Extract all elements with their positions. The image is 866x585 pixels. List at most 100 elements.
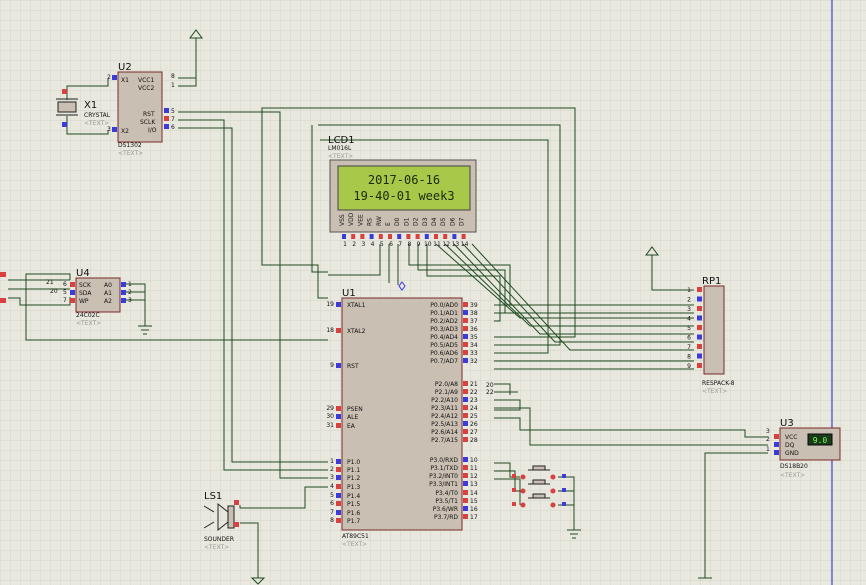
lcd-pin — [443, 234, 448, 239]
u2-ref: U2 — [118, 62, 132, 73]
u1-net-22: 22 — [486, 389, 494, 396]
lcd-pin — [424, 234, 429, 239]
lcd-pin-number: 8 — [407, 241, 411, 248]
u2-pinnum-8: 8 — [171, 73, 175, 80]
u1-pin-number: 23 — [470, 397, 478, 404]
lcd-pin-number: 4 — [371, 241, 375, 248]
u1-pin — [463, 465, 468, 470]
u1-pin-label: EA — [347, 423, 356, 430]
u1-pin — [463, 506, 468, 511]
lcd-pin-label: RS — [367, 218, 374, 226]
lcd-type: LM016L — [328, 145, 352, 152]
u4-pinnum-5: 5 — [63, 289, 67, 296]
u1-pin-label: P0.7/AD7 — [430, 358, 458, 365]
ls1-ref: LS1 — [204, 491, 222, 502]
u1-pin-label: P1.4 — [347, 493, 360, 500]
crystal-x1[interactable]: X1 CRYSTAL <TEXT> — [56, 89, 111, 127]
u1-pin — [463, 473, 468, 478]
u1-pin — [336, 423, 341, 428]
rp1-pin-number: 9 — [687, 363, 691, 370]
button-3[interactable] — [512, 493, 566, 508]
lcd-pin — [406, 234, 411, 239]
u1-pin-label: P2.4/A12 — [431, 413, 458, 420]
u1-pin-label: P2.1/A9 — [435, 389, 458, 396]
u1-pin-number: 34 — [470, 342, 478, 349]
u1-pin-number: 6 — [330, 500, 334, 507]
lcd-pin-number: 7 — [398, 241, 402, 248]
lcd-pin-label: VEE — [357, 214, 364, 226]
u4-pinnum-6: 6 — [63, 281, 67, 288]
u1-pin-number: 5 — [330, 492, 334, 499]
u1-pin-number: 17 — [470, 514, 478, 521]
u2-pinnum-5: 5 — [171, 108, 175, 115]
u1-type: AT89C51 — [342, 533, 369, 540]
rp1-pin-number: 2 — [687, 297, 691, 304]
u1-pin-label: P1.0 — [347, 459, 360, 466]
u4-pin-sck: SCK — [79, 282, 92, 289]
lcd-pin-label: D2 — [413, 217, 420, 226]
u4-pinnum-2: 2 — [128, 289, 132, 296]
u1-pin-number: 8 — [330, 517, 334, 524]
u1-pin-label: P3.4/T0 — [435, 490, 458, 497]
lcd-lcd1[interactable]: LCD1 LM016L <TEXT> 2017-06-16 19-40-01 w… — [328, 135, 477, 248]
u1-net-20: 20 — [486, 382, 494, 389]
u1-pin-label: XTAL1 — [347, 302, 366, 309]
probe-marker — [398, 281, 406, 291]
lcd-pin-number: 13 — [452, 241, 460, 248]
u2-text: <TEXT> — [118, 150, 143, 157]
rp1-pin — [697, 344, 702, 349]
lcd-pin-label: D6 — [449, 217, 456, 226]
chip-u4[interactable]: U4 SCK SDA WP A0 A1 A2 6 5 7 1 2 3 21 20… — [0, 268, 132, 327]
ls1-type: SOUNDER — [204, 536, 234, 543]
rp1-text: <TEXT> — [702, 388, 727, 395]
u1-pin — [463, 421, 468, 426]
chip-u1[interactable]: U1 XTAL119XTAL218RST9PSEN29ALE30EA31P1.0… — [326, 288, 493, 548]
u1-pin — [463, 457, 468, 462]
u1-pin-number: 38 — [470, 310, 478, 317]
u1-pin — [336, 493, 341, 498]
u1-pin — [336, 406, 341, 411]
u1-pin — [463, 437, 468, 442]
u1-pin-label: P1.2 — [347, 475, 360, 482]
u1-pin — [336, 484, 341, 489]
u3-pin-gnd: GND — [785, 450, 799, 457]
lcd-line2: 19-40-01 week3 — [353, 189, 454, 203]
rp1-type: RESPACK-8 — [702, 380, 735, 387]
chip-u2[interactable]: U2 X1 X2 VCC1 VCC2 RST SCLK I/O 2 3 8 1 … — [107, 62, 175, 157]
lcd-screen — [337, 165, 471, 211]
button-2[interactable] — [512, 479, 566, 494]
u1-pin — [463, 481, 468, 486]
button-1[interactable] — [512, 465, 566, 480]
push-buttons[interactable] — [512, 465, 566, 508]
lcd-pin-label: D4 — [431, 217, 438, 226]
sensor-u3[interactable]: U3 VCC DQ GND 9.0 3 2 1 DS18B20 <TEXT> — [766, 418, 841, 479]
u1-pin — [336, 510, 341, 515]
u1-pin-label: P3.5/T1 — [435, 498, 458, 505]
lcd-pin — [360, 234, 365, 239]
u1-pin-number: 3 — [330, 474, 334, 481]
lcd-pin-number: 10 — [424, 241, 432, 248]
u1-pin — [336, 475, 341, 480]
u1-pin-label: P0.4/AD4 — [430, 334, 458, 341]
rp1-pin-number: 3 — [687, 306, 691, 313]
u1-pin — [463, 498, 468, 503]
u2-pinnum-1: 1 — [171, 82, 175, 89]
sounder-ls1[interactable]: LS1 SOUNDER <TEXT> — [203, 491, 239, 551]
u1-pin-label: P1.7 — [347, 518, 360, 525]
u1-pin-number: 29 — [326, 405, 334, 412]
ls1-text: <TEXT> — [204, 544, 229, 551]
u1-pin-number: 12 — [470, 473, 478, 480]
u3-pinnum-2: 2 — [766, 436, 770, 443]
rp1-pin-number: 4 — [687, 316, 691, 323]
u1-left-pins: XTAL119XTAL218RST9PSEN29ALE30EA31P1.01P1… — [326, 301, 365, 525]
u1-pin-label: P2.5/A13 — [431, 421, 458, 428]
u3-type: DS18B20 — [780, 463, 808, 470]
u4-pin-a0: A0 — [104, 282, 112, 289]
u3-pinnum-3: 3 — [766, 428, 770, 435]
u1-pin-number: 24 — [470, 405, 478, 412]
u1-pin — [463, 310, 468, 315]
rp1-pin — [697, 306, 702, 311]
lcd-pin-number: 11 — [433, 241, 441, 248]
